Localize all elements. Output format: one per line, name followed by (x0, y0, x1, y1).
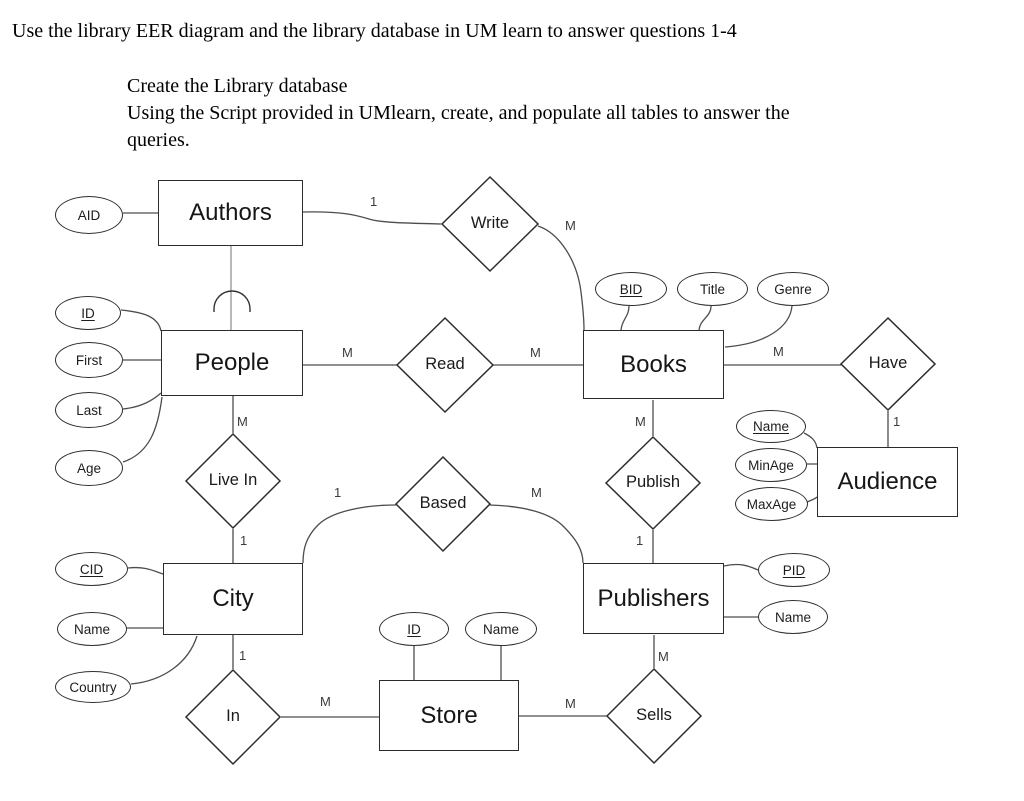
cardinality-city-in: 1 (239, 648, 247, 663)
attribute-last: Last (55, 392, 123, 428)
entity-people: People (161, 330, 303, 396)
cardinality-based-publishers: M (531, 485, 542, 500)
cardinality-write-books: M (565, 218, 576, 233)
relationship-sells-label: Sells (636, 706, 672, 724)
cardinality-store-sells: M (565, 696, 576, 711)
cardinality-people-read: M (342, 345, 353, 360)
cardinality-books-have: M (773, 344, 784, 359)
relationship-write-label: Write (470, 214, 510, 232)
instruction-text: Use the library EER diagram and the libr… (12, 20, 737, 42)
attribute-store-name: Name (465, 612, 537, 646)
attribute-genre: Genre (757, 272, 829, 306)
entity-audience: Audience (817, 447, 958, 517)
attribute-store-id: ID (379, 612, 449, 646)
attribute-age: Age (55, 450, 123, 486)
attribute-audience-name: Name (736, 410, 806, 443)
step-line: Using the Script provided in UMlearn, cr… (127, 102, 790, 124)
relationship-publish-shape (604, 435, 702, 531)
attribute-pid: PID (758, 553, 830, 587)
attribute-publishers-name: Name (758, 600, 828, 634)
attribute-maxage: MaxAge (735, 487, 808, 521)
attribute-minage: MinAge (735, 448, 807, 482)
relationship-based-label: Based (419, 494, 467, 512)
attribute-country: Country (55, 671, 131, 703)
cardinality-livein-city: 1 (240, 533, 248, 548)
attribute-people-id: ID (55, 296, 121, 330)
relationship-sells-shape (605, 667, 703, 765)
step-line: Create the Library database (127, 75, 348, 97)
attribute-aid: AID (55, 196, 123, 234)
cardinality-people-livein: M (237, 414, 248, 429)
relationship-in-label: In (226, 707, 240, 725)
cardinality-have-audience: 1 (893, 414, 901, 429)
relationship-have-label: Have (868, 354, 908, 372)
attribute-first: First (55, 342, 123, 378)
instruction-steps: Create the Library database Using the Sc… (127, 73, 790, 154)
entity-store: Store (379, 680, 519, 751)
relationship-in-shape (184, 668, 282, 766)
entity-books: Books (583, 330, 724, 399)
attribute-bid: BID (595, 272, 667, 306)
step-line: queries. (127, 129, 190, 151)
cardinality-books-publish: M (635, 414, 646, 429)
cardinality-in-store: M (320, 694, 331, 709)
cardinality-read-books: M (530, 345, 541, 360)
attribute-title: Title (677, 272, 748, 306)
relationship-live-in-label: Live In (208, 471, 258, 489)
cardinality-based-city: 1 (334, 485, 342, 500)
cardinality-publishers-sells: M (658, 649, 669, 664)
attribute-city-name: Name (57, 612, 127, 646)
cardinality-publish-publishers: 1 (636, 533, 644, 548)
attribute-cid: CID (55, 552, 128, 586)
isa-subset-arc (213, 290, 251, 312)
relationship-live-in-shape (184, 432, 282, 530)
relationship-read-label: Read (425, 355, 465, 373)
entity-authors: Authors (158, 180, 303, 246)
relationship-have-shape (839, 316, 937, 412)
relationship-publish-label: Publish (625, 473, 681, 491)
entity-city: City (163, 563, 303, 635)
connector-lines (120, 211, 889, 718)
relationship-write-shape (440, 175, 540, 273)
entity-publishers: Publishers (583, 563, 724, 634)
relationship-based-shape (394, 455, 492, 553)
relationship-read-shape (395, 316, 495, 414)
cardinality-authors-write: 1 (370, 194, 378, 209)
